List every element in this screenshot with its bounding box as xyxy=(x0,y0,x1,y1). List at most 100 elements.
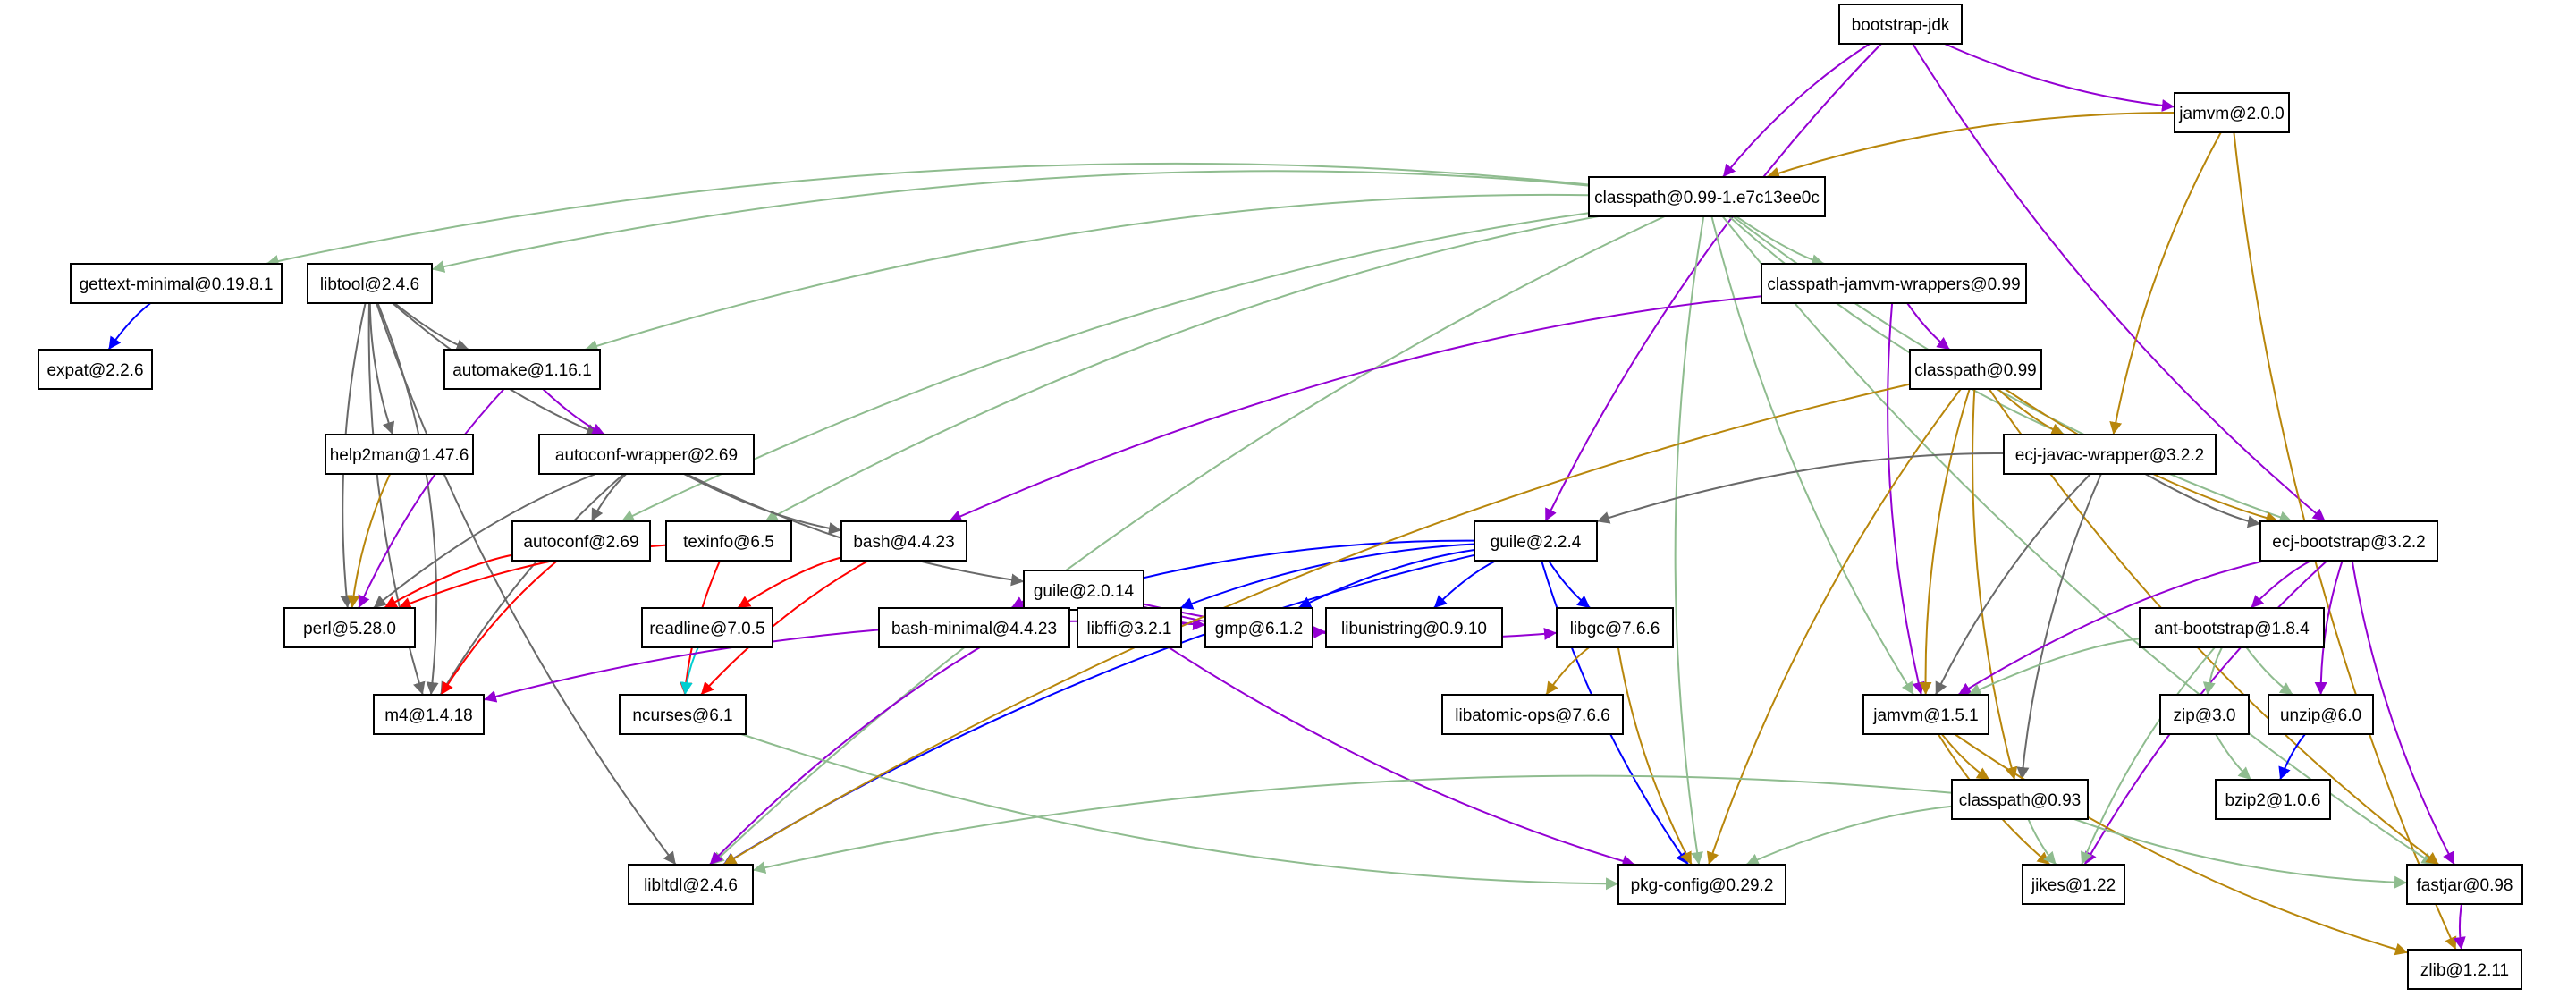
node-label: pkg-config@0.29.2 xyxy=(1631,876,1774,895)
edge-antboot-to-jikes xyxy=(2081,646,2216,866)
node-box xyxy=(1617,864,1786,905)
node-label: ecj-bootstrap@3.2.2 xyxy=(2272,533,2425,552)
edge-jamvm200-to-ecjjavac xyxy=(2109,131,2222,435)
node-label: jikes@1.22 xyxy=(2031,876,2116,895)
edge-antboot-to-zip xyxy=(2202,646,2223,696)
edge-readline-to-ncurses xyxy=(680,646,699,696)
node-label: libunistring@0.9.10 xyxy=(1341,620,1487,638)
edge-classpath099-to-jamvm151 xyxy=(1919,388,1971,696)
node-label: jamvm@2.0.0 xyxy=(2178,105,2285,123)
node-box xyxy=(628,864,754,905)
node-classpath099: classpath@0.99 xyxy=(1909,349,2042,390)
node-acwrapper: autoconf-wrapper@2.69 xyxy=(538,434,755,475)
node-label: libtool@2.4.6 xyxy=(320,275,419,294)
node-label: automake@1.16.1 xyxy=(452,361,592,380)
node-guile224: guile@2.2.4 xyxy=(1474,520,1598,562)
node-box xyxy=(373,694,485,735)
node-perl: perl@5.28.0 xyxy=(283,607,416,648)
node-box xyxy=(1556,607,1674,648)
node-label: ant-bootstrap@1.8.4 xyxy=(2154,620,2310,638)
edge-bootstrap-jdk-to-ecjboot xyxy=(1912,43,2327,522)
edge-antboot-to-unzip xyxy=(2245,646,2293,696)
node-zip: zip@3.0 xyxy=(2159,694,2250,735)
node-help2man: help2man@1.47.6 xyxy=(325,434,474,475)
edge-classpath099git-to-jamvm151 xyxy=(1710,215,1915,696)
node-antboot: ant-bootstrap@1.8.4 xyxy=(2139,607,2325,648)
edge-ecjboot-to-fastjar xyxy=(2351,560,2455,866)
node-box xyxy=(641,607,773,648)
node-label: libltdl@2.4.6 xyxy=(644,876,738,895)
node-box xyxy=(1862,694,1989,735)
edge-automake-to-perl xyxy=(358,388,505,609)
edge-ecjboot-to-antboot xyxy=(2250,560,2312,609)
edge-libtool-to-help2man xyxy=(368,302,395,435)
edge-autoconf-to-perl xyxy=(384,553,513,609)
node-box xyxy=(1951,779,2089,820)
edge-bash-to-readline xyxy=(737,556,842,609)
node-box xyxy=(1474,520,1598,562)
node-cjw: classpath-jamvm-wrappers@0.99 xyxy=(1761,263,2027,304)
edge-jamvm151-to-zlib xyxy=(1954,733,2409,956)
node-label: fastjar@0.98 xyxy=(2416,876,2513,895)
node-box xyxy=(1838,4,1963,45)
edge-classpath099-to-classpath093 xyxy=(1972,388,2018,781)
edge-jamvm151-to-classpath093 xyxy=(1940,733,1990,781)
edge-classpath093-to-libltdl xyxy=(752,774,1953,874)
node-label: libatomic-ops@7.6.6 xyxy=(1455,706,1609,725)
node-bashmin: bash-minimal@4.4.23 xyxy=(878,607,1070,648)
node-label: ecj-javac-wrapper@3.2.2 xyxy=(2015,446,2205,465)
node-libffi: libffi@3.2.1 xyxy=(1077,607,1182,648)
edge-help2man-to-perl xyxy=(347,473,392,609)
node-label: classpath@0.99-1.e7c13ee0c xyxy=(1594,189,1820,207)
node-box xyxy=(2174,92,2290,133)
node-label: autoconf-wrapper@2.69 xyxy=(555,446,738,465)
node-zlib: zlib@1.2.11 xyxy=(2407,949,2522,990)
edge-ecjjavac-to-guile224 xyxy=(1596,452,2005,524)
edge-libtool-to-automake xyxy=(393,302,469,351)
node-box xyxy=(619,694,747,735)
edge-classpath099git-to-gettext xyxy=(266,162,1590,267)
node-box xyxy=(283,607,416,648)
edge-guile224-to-libffi xyxy=(1179,543,1475,610)
node-box xyxy=(2407,949,2522,990)
node-box xyxy=(1588,176,1826,217)
edge-gettext-to-expat xyxy=(107,302,152,351)
node-box xyxy=(325,434,474,475)
node-libunistring: libunistring@0.9.10 xyxy=(1325,607,1503,648)
edge-libtool-to-m4 xyxy=(376,302,439,696)
node-box xyxy=(1077,607,1182,648)
edge-cjw-to-jamvm151 xyxy=(1887,302,1925,696)
edge-classpath099git-to-ecjjavac xyxy=(1728,215,2065,435)
node-label: gmp@6.1.2 xyxy=(1215,620,1304,638)
node-bootstrap-jdk: bootstrap-jdk xyxy=(1838,4,1963,45)
node-libtool: libtool@2.4.6 xyxy=(307,263,433,304)
node-box xyxy=(307,263,433,304)
edge-classpath099-to-pkgconfig xyxy=(1706,388,1962,866)
node-box xyxy=(2268,694,2374,735)
node-fastjar: fastjar@0.98 xyxy=(2406,864,2523,905)
node-box xyxy=(2003,434,2217,475)
node-label: readline@7.0.5 xyxy=(649,620,764,638)
node-readline: readline@7.0.5 xyxy=(641,607,773,648)
edge-acwrapper-to-perl xyxy=(373,473,596,609)
edge-antboot-to-jamvm151 xyxy=(1967,638,2141,696)
edge-libgc-to-libatomic xyxy=(1545,646,1590,696)
edge-classpath099git-to-automake xyxy=(585,193,1590,352)
node-box xyxy=(2259,520,2438,562)
node-label: jamvm@1.5.1 xyxy=(1872,706,1979,725)
node-label: unzip@6.0 xyxy=(2280,706,2361,725)
node-gmp: gmp@6.1.2 xyxy=(1204,607,1313,648)
edge-ecjjavac-to-ecjboot xyxy=(2144,473,2261,528)
nodes-layer: bootstrap-jdk jamvm@2.0.0 classpath@0.99-1… xyxy=(38,4,2523,990)
node-texinfo: texinfo@6.5 xyxy=(665,520,792,562)
node-label: autoconf@2.69 xyxy=(523,533,638,552)
edge-acwrapper-to-m4 xyxy=(439,473,625,696)
edge-bootstrap-jdk-to-jamvm200 xyxy=(1944,43,2175,112)
edge-classpath099-to-libltdl xyxy=(722,383,1911,866)
edge-classpath099git-to-cjw xyxy=(1736,215,1825,266)
edge-classpath099git-to-libtool xyxy=(431,170,1590,273)
edge-classpath099git-to-texinfo xyxy=(764,215,1600,522)
node-expat: expat@2.2.6 xyxy=(38,349,153,390)
node-label: zlib@1.2.11 xyxy=(2420,961,2509,980)
